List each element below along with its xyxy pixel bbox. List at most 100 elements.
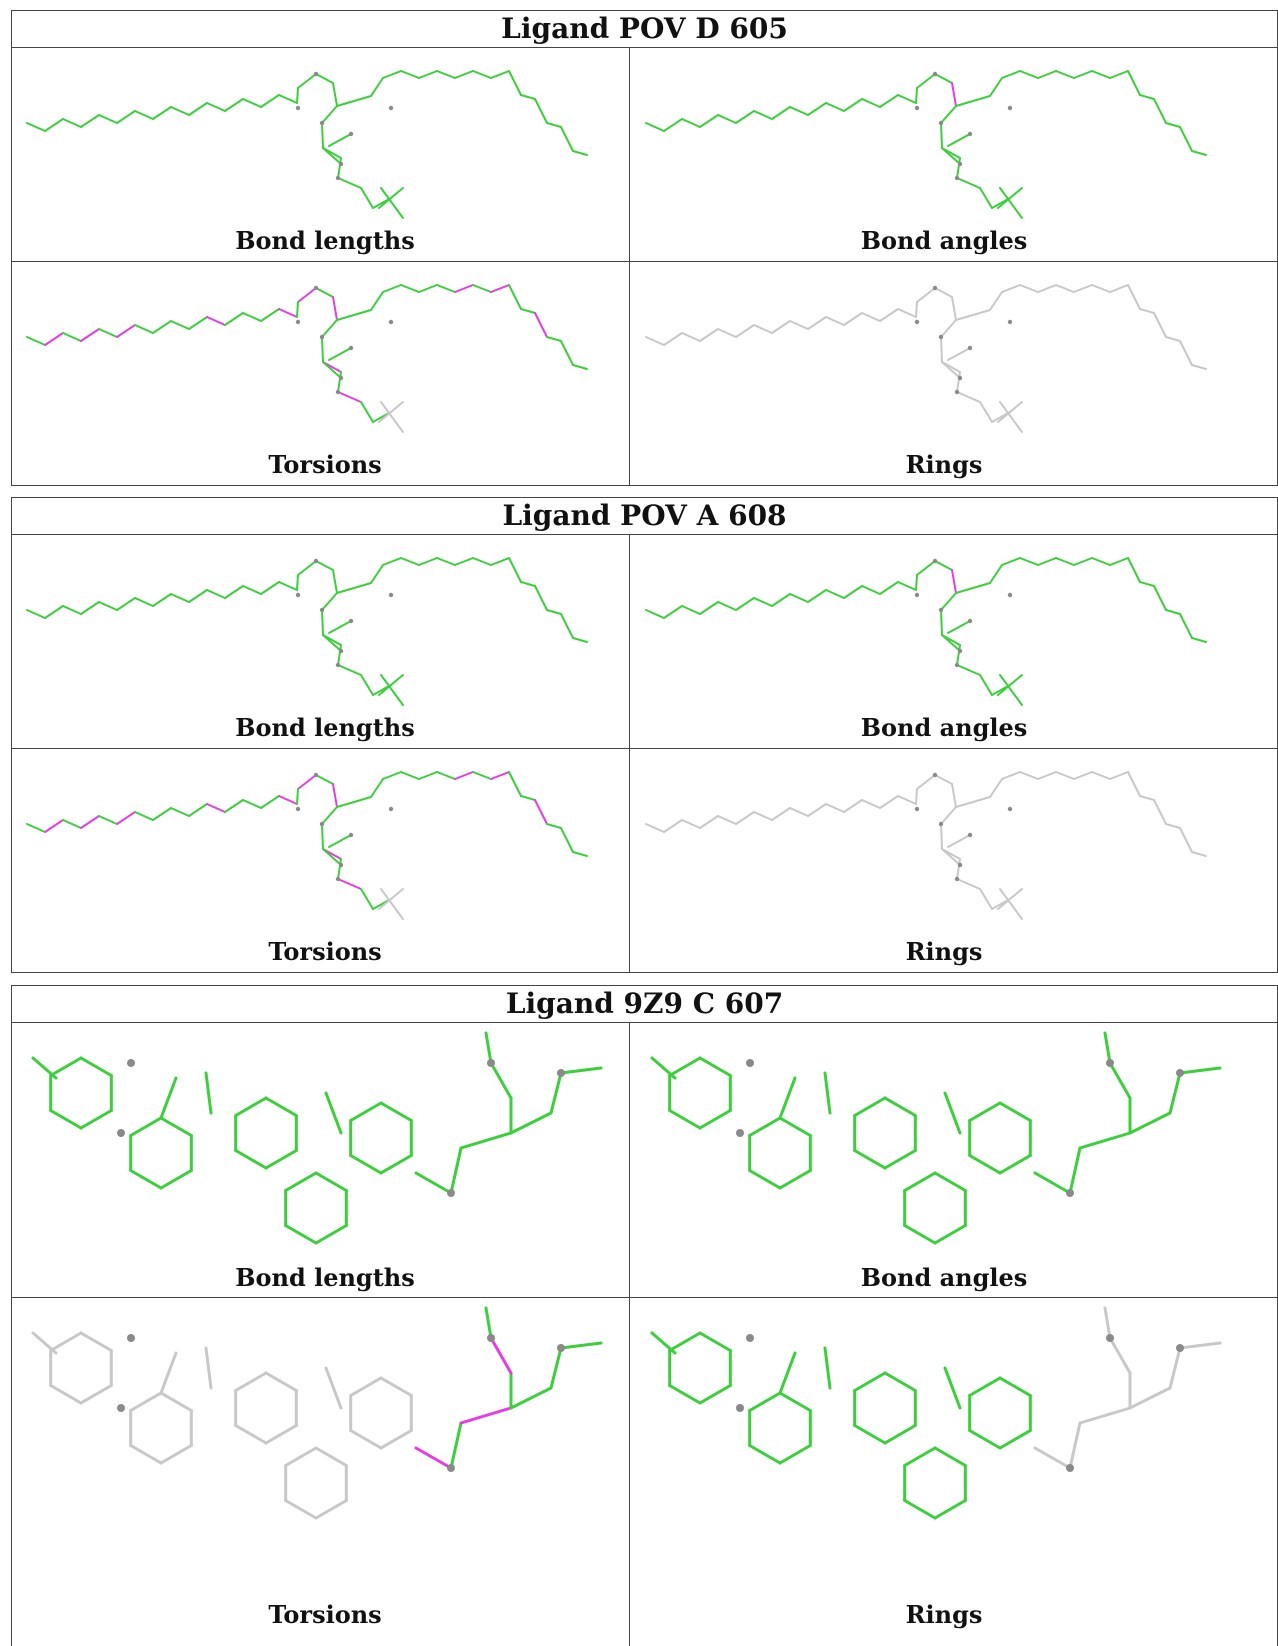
bond xyxy=(349,1154,383,1175)
bond xyxy=(1165,336,1181,342)
bond xyxy=(224,312,244,326)
bond xyxy=(560,827,574,853)
atom xyxy=(957,648,963,654)
bond xyxy=(1001,557,1021,566)
bond xyxy=(956,664,981,676)
bond xyxy=(418,284,438,293)
bond xyxy=(650,1056,677,1080)
bond xyxy=(31,1331,58,1355)
bond xyxy=(520,795,536,801)
bond xyxy=(735,811,755,825)
bond xyxy=(1033,1171,1072,1195)
atom xyxy=(127,1334,135,1342)
bond xyxy=(534,585,548,611)
atom xyxy=(117,1129,125,1137)
bond xyxy=(337,644,342,666)
panel-caption: Rings xyxy=(905,937,983,966)
atom xyxy=(313,558,319,564)
atom xyxy=(388,806,394,812)
ligand-title: Ligand POV D 605 xyxy=(11,10,1278,48)
bond xyxy=(129,1391,163,1412)
panel-rings: Rings xyxy=(630,262,1258,486)
bond xyxy=(322,361,342,379)
bond xyxy=(378,674,404,696)
atom xyxy=(736,1129,744,1137)
atom xyxy=(338,648,344,654)
bond xyxy=(159,1169,193,1190)
bond xyxy=(380,401,404,433)
bond xyxy=(572,637,588,643)
atom xyxy=(127,1059,135,1067)
bond xyxy=(204,1346,213,1390)
bond xyxy=(336,582,372,594)
bond xyxy=(934,287,953,298)
bond xyxy=(159,1076,178,1120)
bond xyxy=(807,316,827,330)
bond xyxy=(681,605,701,615)
bond xyxy=(1108,1336,1132,1375)
bond xyxy=(264,1096,298,1117)
bond xyxy=(853,1371,887,1392)
bond xyxy=(1091,557,1111,566)
bond xyxy=(956,878,981,890)
atom xyxy=(1066,1464,1074,1472)
bond xyxy=(206,316,226,326)
bond xyxy=(663,118,683,132)
atom xyxy=(295,105,301,111)
bond xyxy=(134,324,154,334)
bond xyxy=(454,557,474,566)
bond xyxy=(321,609,324,636)
panel-divider xyxy=(629,47,630,486)
bond xyxy=(332,296,338,321)
bond xyxy=(645,609,665,619)
bond xyxy=(321,105,338,124)
bond xyxy=(418,771,438,780)
bond xyxy=(49,1056,83,1077)
atom xyxy=(319,120,325,126)
atom xyxy=(348,618,354,624)
bond xyxy=(1037,771,1057,780)
bond xyxy=(778,1444,812,1465)
bond xyxy=(778,1076,797,1120)
ligand-block: Ligand 9Z9 C 607 Bond lengths Bond angle… xyxy=(11,985,1278,1646)
bond xyxy=(116,597,136,611)
bond xyxy=(159,1351,178,1395)
bond xyxy=(916,73,936,89)
bond xyxy=(224,585,244,599)
bond xyxy=(941,361,961,379)
bond xyxy=(883,1149,917,1170)
bond xyxy=(336,309,372,321)
bond xyxy=(322,634,342,652)
atom xyxy=(313,71,319,77)
bond xyxy=(968,1429,1002,1450)
bond xyxy=(546,336,562,342)
bond xyxy=(264,1424,298,1445)
bond xyxy=(989,778,1003,798)
bond xyxy=(188,589,208,603)
bond xyxy=(572,150,588,156)
bond xyxy=(1078,1406,1132,1425)
atom xyxy=(557,1344,565,1352)
bond xyxy=(843,585,863,599)
atom xyxy=(932,71,938,77)
bond xyxy=(400,771,420,780)
bond xyxy=(903,1499,937,1520)
bond xyxy=(379,1154,413,1175)
bond xyxy=(989,77,1003,97)
atom xyxy=(746,1334,754,1342)
bond xyxy=(883,1371,917,1392)
bond xyxy=(449,1146,463,1195)
bond xyxy=(645,823,665,833)
atom xyxy=(938,334,944,340)
bond xyxy=(1127,284,1141,310)
bond xyxy=(284,1224,318,1245)
bond xyxy=(979,401,993,423)
steroid-structure-diagram xyxy=(650,1031,1222,1245)
bond xyxy=(336,95,372,107)
bond xyxy=(260,795,280,809)
bond xyxy=(400,557,420,566)
atom xyxy=(295,806,301,812)
bond xyxy=(152,106,172,120)
bond xyxy=(1191,364,1207,370)
bond xyxy=(260,94,280,108)
